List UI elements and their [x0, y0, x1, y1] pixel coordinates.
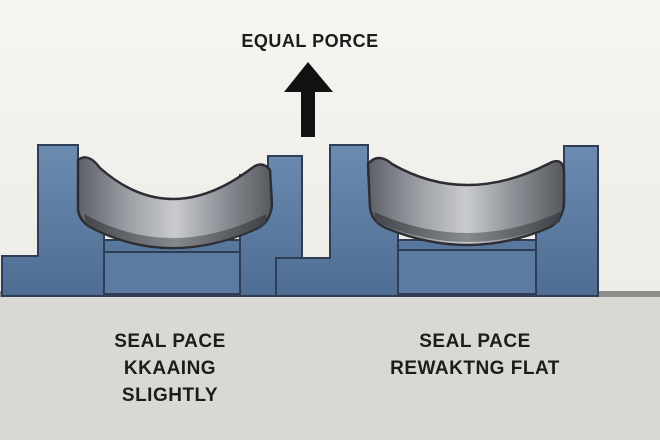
upward-arrow-icon — [284, 62, 333, 137]
right-seal-face — [366, 156, 566, 247]
left-caption-line: SLIGHTLY — [121, 385, 219, 406]
left-base-block — [103, 251, 241, 295]
left-seal-assembly — [1, 144, 303, 297]
right-base-block — [397, 249, 537, 295]
right-caption: SEAL PACE REWAKTNG FLAT — [355, 328, 595, 382]
diagram-title: EQUAL PORCE — [241, 31, 379, 51]
right-seal-assembly — [275, 144, 599, 297]
left-seal-face — [76, 156, 274, 250]
left-caption-line: SEAL PACE — [114, 331, 226, 352]
left-caption-line: KKAAING — [123, 358, 217, 379]
right-caption-line: REWAKTNG FLAT — [390, 358, 560, 379]
left-caption: SEAL PACE KKAAING SLIGHTLY — [80, 328, 260, 409]
right-caption-line: SEAL PACE — [419, 331, 531, 352]
ground — [0, 293, 660, 440]
